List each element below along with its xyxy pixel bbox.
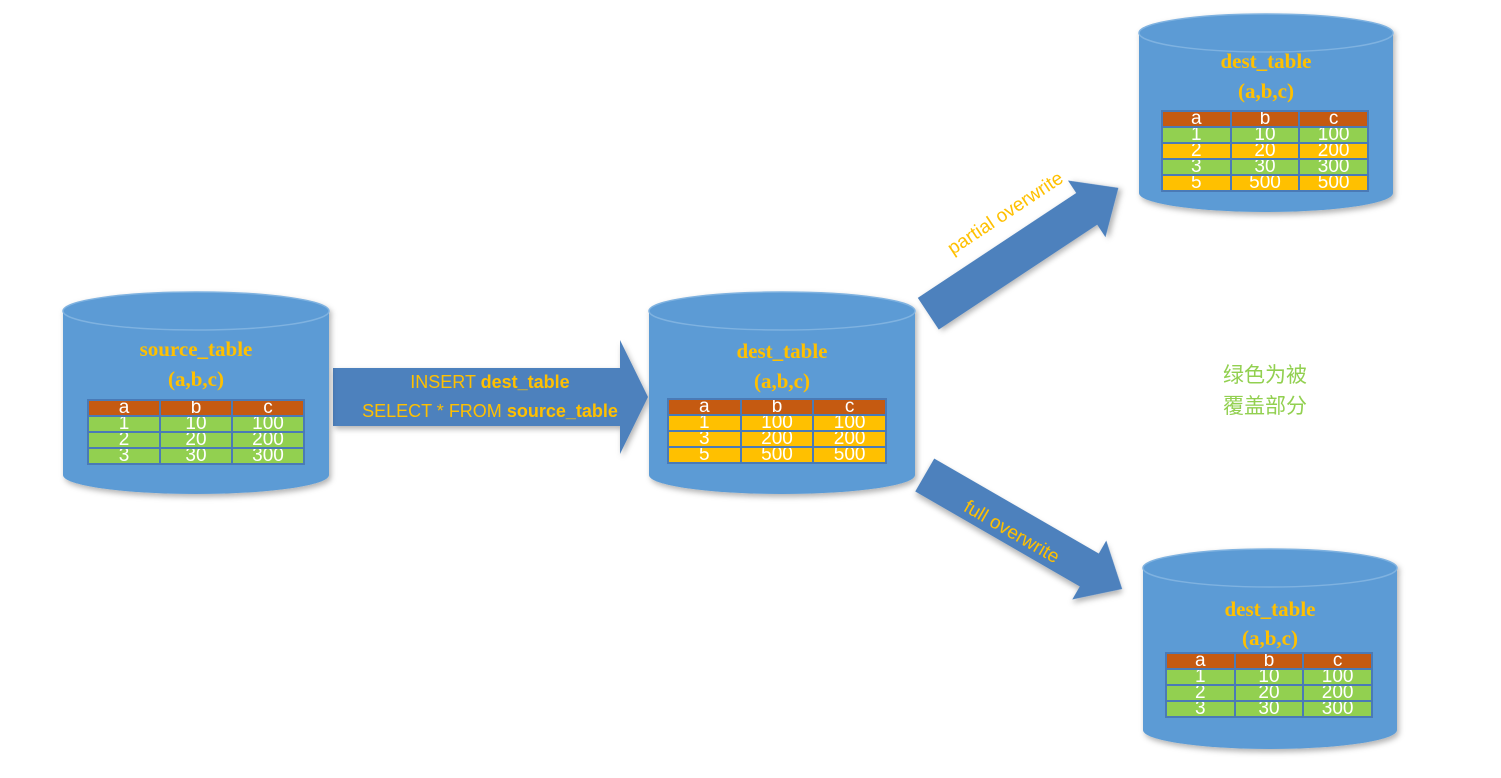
header-cell: c bbox=[1302, 652, 1373, 670]
header-cell: a bbox=[667, 398, 742, 416]
insert-arrow bbox=[333, 340, 648, 454]
source-table-db: source_table (a,b,c) a b c 1 10 100 2 20… bbox=[63, 292, 329, 502]
db-columns-label: (a,b,c) bbox=[1242, 626, 1298, 650]
table-header-row: a b c bbox=[1161, 110, 1369, 128]
legend-note: 绿色为被 覆盖部分 bbox=[1195, 360, 1335, 422]
db-data-table: a b c 1 10 100 2 20 200 3 30 300 bbox=[87, 399, 305, 465]
header-cell: a bbox=[1161, 110, 1232, 128]
db-name: dest_table bbox=[736, 339, 828, 363]
table-cell: 200 bbox=[231, 431, 305, 449]
table-cell: 300 bbox=[231, 447, 305, 465]
db-columns-label: (a,b,c) bbox=[754, 369, 810, 393]
db-name: dest_table bbox=[1224, 597, 1316, 621]
table-cell: 200 bbox=[739, 430, 815, 448]
insert-statement-line1: INSERT dest_table bbox=[340, 368, 640, 397]
table-row: 1 10 100 bbox=[1161, 126, 1369, 144]
select-keyword: SELECT * FROM bbox=[362, 401, 502, 421]
table-cell: 100 bbox=[739, 414, 815, 432]
insert-keyword: INSERT bbox=[410, 372, 476, 392]
table-cell: 2 bbox=[87, 431, 161, 449]
legend-note-line1: 绿色为被 bbox=[1223, 363, 1307, 387]
table-cell: 3 bbox=[667, 430, 742, 448]
dest-table-partial-db: dest_table (a,b,c) a b c 1 10 100 2 20 2… bbox=[1139, 14, 1393, 214]
table-cell: 30 bbox=[1233, 700, 1305, 718]
table-cell: 20 bbox=[1233, 684, 1305, 702]
table-cell: 1 bbox=[87, 415, 161, 433]
table-cell: 200 bbox=[1302, 684, 1373, 702]
table-row: 2 20 200 bbox=[1161, 142, 1369, 160]
table-cell: 100 bbox=[812, 414, 887, 432]
dest-table-full-db: dest_table (a,b,c) a b c 1 10 100 2 20 2… bbox=[1143, 549, 1397, 759]
partial-overwrite-arrow bbox=[917, 180, 1119, 330]
table-row: 2 20 200 bbox=[87, 431, 305, 449]
table-row: 3 30 300 bbox=[1161, 158, 1369, 176]
legend-note-line2: 覆盖部分 bbox=[1223, 394, 1307, 418]
db-name: dest_table bbox=[1220, 49, 1312, 73]
table-cell: 1 bbox=[1165, 668, 1236, 686]
header-cell: a bbox=[87, 399, 161, 417]
table-cell: 3 bbox=[1165, 700, 1236, 718]
table-cell: 3 bbox=[1161, 158, 1232, 176]
insert-target-table: dest_table bbox=[480, 372, 570, 392]
db-data-table: a b c 1 10 100 2 20 200 3 30 300 5 500 bbox=[1161, 110, 1369, 192]
table-cell: 1 bbox=[667, 414, 742, 432]
header-cell: b bbox=[1233, 652, 1305, 670]
table-cell: 30 bbox=[1229, 158, 1301, 176]
select-source-table: source_table bbox=[506, 401, 618, 421]
table-row: 5 500 500 bbox=[667, 446, 887, 464]
table-cell: 500 bbox=[739, 446, 815, 464]
table-cell: 10 bbox=[1229, 126, 1301, 144]
db-columns-label: (a,b,c) bbox=[1238, 79, 1294, 103]
db-columns-label: (a,b,c) bbox=[168, 367, 224, 391]
table-row: 5 500 500 bbox=[1161, 174, 1369, 192]
table-cell: 200 bbox=[812, 430, 887, 448]
insert-statement-line2: SELECT * FROM source_table bbox=[340, 397, 640, 426]
header-cell: b bbox=[1229, 110, 1301, 128]
header-cell: b bbox=[159, 399, 233, 417]
table-cell: 200 bbox=[1298, 142, 1369, 160]
header-cell: c bbox=[812, 398, 887, 416]
table-row: 1 100 100 bbox=[667, 414, 887, 432]
table-row: 3 30 300 bbox=[87, 447, 305, 465]
header-cell: a bbox=[1165, 652, 1236, 670]
table-cell: 100 bbox=[231, 415, 305, 433]
table-cell: 2 bbox=[1165, 684, 1236, 702]
table-cell: 500 bbox=[812, 446, 887, 464]
db-data-table: a b c 1 10 100 2 20 200 3 30 300 bbox=[1165, 652, 1373, 718]
table-row: 3 30 300 bbox=[1165, 700, 1373, 718]
table-cell: 5 bbox=[1161, 174, 1232, 192]
table-cell: 2 bbox=[1161, 142, 1232, 160]
table-header-row: a b c bbox=[667, 398, 887, 416]
header-cell: b bbox=[739, 398, 815, 416]
table-cell: 5 bbox=[667, 446, 742, 464]
table-cell: 500 bbox=[1229, 174, 1301, 192]
table-cell: 30 bbox=[159, 447, 233, 465]
table-header-row: a b c bbox=[1165, 652, 1373, 670]
table-row: 1 10 100 bbox=[87, 415, 305, 433]
table-cell: 20 bbox=[159, 431, 233, 449]
table-row: 1 10 100 bbox=[1165, 668, 1373, 686]
table-cell: 300 bbox=[1298, 158, 1369, 176]
full-overwrite-arrow bbox=[915, 458, 1123, 600]
header-cell: c bbox=[1298, 110, 1369, 128]
table-cell: 3 bbox=[87, 447, 161, 465]
table-cell: 20 bbox=[1229, 142, 1301, 160]
dest-table-initial-db: dest_table (a,b,c) a b c 1 100 100 3 200… bbox=[649, 292, 915, 502]
table-cell: 100 bbox=[1298, 126, 1369, 144]
db-data-table: a b c 1 100 100 3 200 200 5 500 500 bbox=[667, 398, 887, 464]
header-cell: c bbox=[231, 399, 305, 417]
table-cell: 500 bbox=[1298, 174, 1369, 192]
table-cell: 10 bbox=[159, 415, 233, 433]
table-header-row: a b c bbox=[87, 399, 305, 417]
db-name: source_table bbox=[139, 337, 253, 361]
table-cell: 300 bbox=[1302, 700, 1373, 718]
table-cell: 1 bbox=[1161, 126, 1232, 144]
table-row: 2 20 200 bbox=[1165, 684, 1373, 702]
table-row: 3 200 200 bbox=[667, 430, 887, 448]
table-cell: 100 bbox=[1302, 668, 1373, 686]
table-cell: 10 bbox=[1233, 668, 1305, 686]
